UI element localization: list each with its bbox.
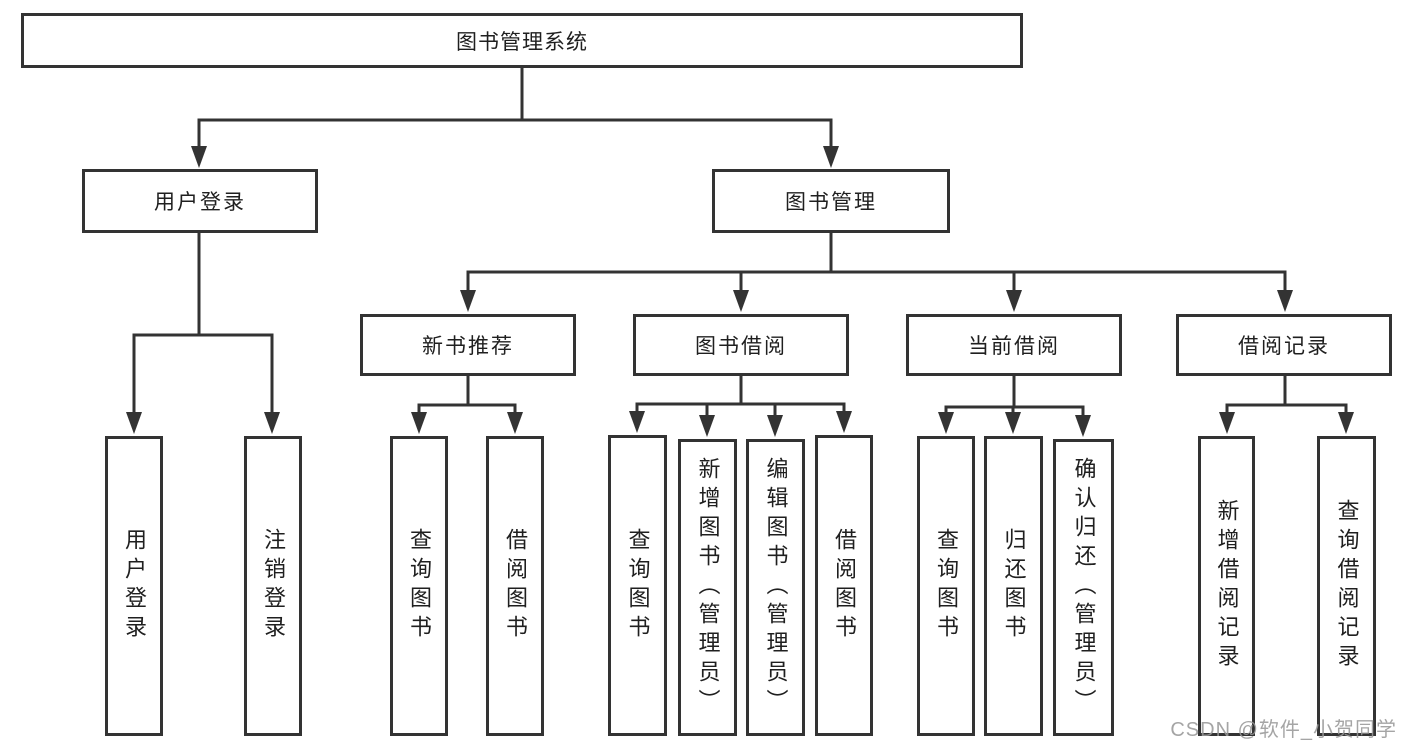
node-label: 新增借阅记录 [1214, 499, 1240, 673]
node-label: 借阅图书 [832, 527, 857, 644]
node-user-login-action: 用户登录 [105, 436, 163, 736]
node-edit-books-admin: 编辑图书（管理员） [746, 439, 805, 736]
node-label: 确认归还（管理员） [1071, 457, 1097, 718]
node-book-management-branch: 图书管理 [712, 169, 950, 233]
node-label: 归还图书 [1001, 528, 1027, 644]
node-root: 图书管理系统 [21, 13, 1023, 68]
node-label: 新书推荐 [422, 335, 514, 358]
node-add-books-admin: 新增图书（管理员） [678, 439, 737, 736]
node-label: 用户登录 [154, 191, 246, 214]
node-logout-action: 注销登录 [244, 436, 302, 736]
node-label: 当前借阅 [968, 335, 1060, 358]
node-book-borrow: 图书借阅 [633, 314, 849, 376]
node-label: 查询图书 [407, 528, 432, 644]
connector-user-login [132, 233, 274, 414]
connector-book-borrow [635, 376, 846, 418]
node-borrow-books-recommend: 借阅图书 [486, 436, 544, 736]
node-user-login-branch: 用户登录 [82, 169, 318, 233]
node-query-books-borrow: 查询图书 [608, 435, 667, 736]
node-query-borrow-record: 查询借阅记录 [1317, 436, 1376, 736]
node-borrow-books-action: 借阅图书 [815, 435, 873, 736]
node-add-borrow-record: 新增借阅记录 [1198, 436, 1255, 736]
node-new-book-recommend: 新书推荐 [360, 314, 576, 376]
node-label: 借阅记录 [1238, 335, 1330, 358]
node-confirm-return-admin: 确认归还（管理员） [1053, 439, 1114, 736]
connector-root [197, 68, 833, 150]
node-label: 图书借阅 [695, 335, 787, 358]
node-label: 注销登录 [261, 528, 286, 644]
watermark: CSDN @软件_小贺同学 [1170, 719, 1397, 741]
node-label: 查询借阅记录 [1334, 499, 1360, 673]
arrowheads [126, 146, 1354, 437]
node-label: 新增图书（管理员） [695, 457, 721, 718]
connector-current-borrow [944, 376, 1085, 418]
node-label: 借阅图书 [503, 528, 528, 644]
node-label: 图书管理 [785, 191, 877, 214]
node-current-borrow: 当前借阅 [906, 314, 1122, 376]
connector-borrow-records [1225, 376, 1348, 415]
connector-book-management [466, 233, 1287, 293]
node-return-books: 归还图书 [984, 436, 1043, 736]
node-query-books-current: 查询图书 [917, 436, 975, 736]
node-borrow-records: 借阅记录 [1176, 314, 1392, 376]
node-query-books-recommend: 查询图书 [390, 436, 448, 736]
node-label: 编辑图书（管理员） [763, 457, 789, 718]
connector-new-book-recommend [417, 376, 517, 415]
node-label: 查询图书 [625, 527, 651, 644]
node-label: 查询图书 [934, 528, 959, 644]
node-root-label: 图书管理系统 [456, 30, 588, 54]
node-label: 用户登录 [122, 528, 147, 644]
